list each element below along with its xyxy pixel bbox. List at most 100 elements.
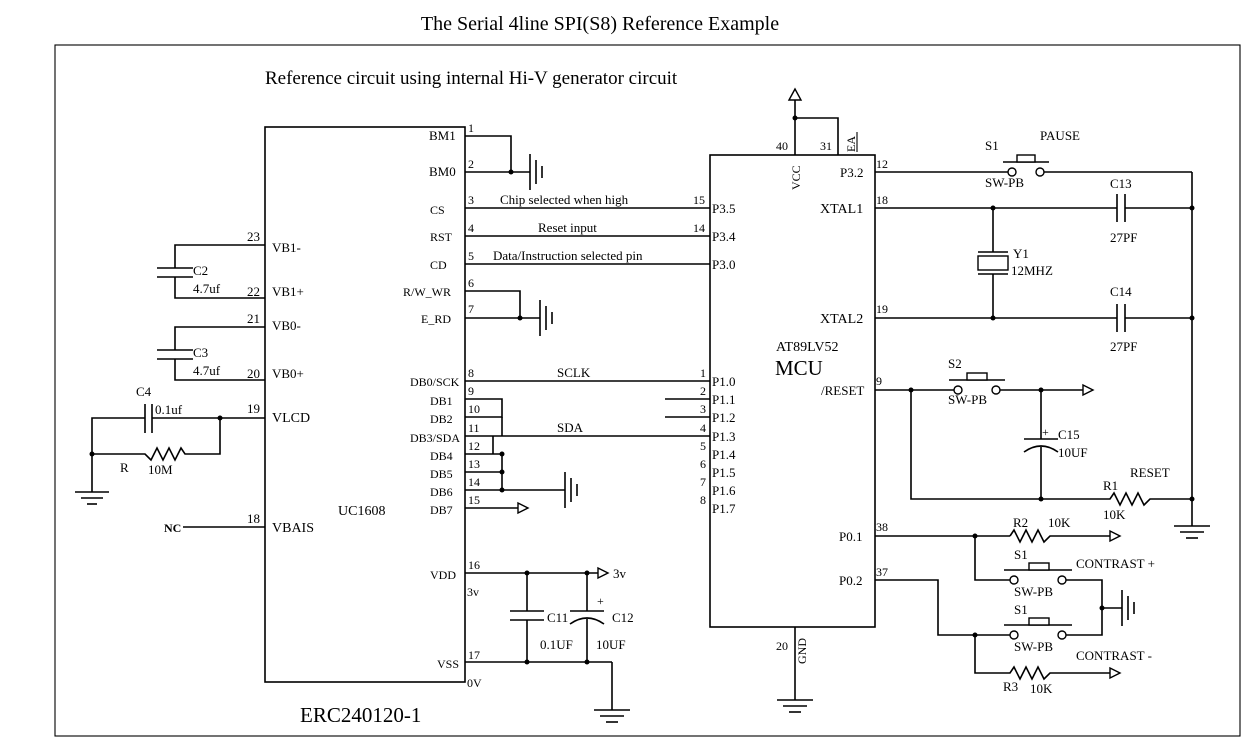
y1-value: 12MHZ: [1011, 263, 1053, 278]
vdd-out-label: 3v: [613, 566, 627, 581]
mcu-pin-num-14: 14: [693, 221, 705, 235]
uc-pin-name-db4: DB4: [430, 449, 453, 463]
ground-icon: [1174, 525, 1210, 539]
uc-pin-name-db2: DB2: [430, 412, 453, 426]
contrast-minus-switch-ref: S1: [1014, 602, 1028, 617]
uc-pin-name-db3-sda: DB3/SDA: [410, 431, 460, 445]
r2-value: 10K: [1048, 515, 1071, 530]
y1-crystal: [977, 208, 1009, 321]
contrast-minus-label: CONTRAST -: [1076, 648, 1152, 663]
uc-pin-num-5: 5: [468, 249, 474, 263]
uc-pin-name-vb1+: VB1+: [272, 284, 304, 299]
mcu-pin-num-37: 37: [876, 565, 888, 579]
mcu-pin-num-2: 2: [700, 384, 706, 398]
diagram-subtitle: Reference circuit using internal Hi-V ge…: [265, 68, 678, 89]
mcu-pin-num-20: 20: [776, 639, 788, 653]
cs-signal-label: Chip selected when high: [500, 192, 629, 207]
uc-pin-name-vdd: VDD: [430, 568, 456, 582]
uc-pin-num-12: 12: [468, 439, 480, 453]
uc-pin-num-21: 21: [247, 311, 260, 326]
mcu-pin-num-15: 15: [693, 193, 705, 207]
module-name: ERC240120-1: [300, 703, 421, 727]
uc-pin-num-18: 18: [247, 511, 260, 526]
uc-pin-name-db1: DB1: [430, 394, 453, 408]
mcu-pin-num-6: 6: [700, 457, 706, 471]
uc-pin-name-e-rd: E_RD: [421, 312, 451, 326]
uc-pin-num-19: 19: [247, 401, 260, 416]
mcu-pin-num-1: 1: [700, 366, 706, 380]
r3-value: 10K: [1030, 681, 1053, 696]
uc-pin-name-rst: RST: [430, 230, 453, 244]
uc1608-block: [264, 126, 466, 683]
mcu-pin-name-xtal1: XTAL1: [820, 202, 863, 217]
uc-pin-num-15: 15: [468, 493, 480, 507]
cd-signal-label: Data/Instruction selected pin: [493, 248, 643, 263]
uc-pin-name-vb0-: VB0-: [272, 318, 301, 333]
c2-ref: C2: [193, 263, 208, 278]
mcu-pin-num-18: 18: [876, 193, 888, 207]
uc-pin-name-vss: VSS: [437, 657, 459, 671]
uc-pin-num-4: 4: [468, 221, 474, 235]
contrast-plus-label: CONTRAST +: [1076, 556, 1155, 571]
mcu-ea-label: EA: [844, 136, 858, 152]
uc-pin-num-7: 7: [468, 302, 474, 316]
r1-ref: R1: [1103, 478, 1118, 493]
uc-pin-name-db7: DB7: [430, 503, 453, 517]
mcu-pin-num-38: 38: [876, 520, 888, 534]
uc-pin-name-bm1: BM1: [429, 128, 456, 143]
db-ground-net: [465, 398, 578, 508]
mcu-pin-name-p0-2: P0.2: [839, 573, 862, 588]
mcu-part: AT89LV52: [776, 340, 839, 355]
uc-pin-num-17: 17: [468, 648, 480, 662]
uc-pin-name-db0-sck: DB0/SCK: [410, 375, 460, 389]
uc-pin-name-vb1-: VB1-: [272, 240, 301, 255]
pause-switch-ref: S1: [985, 138, 999, 153]
vdd-vss-decoupling: [465, 566, 630, 723]
xtal2-net: [875, 304, 1195, 332]
mcu-pin-name-xtal2: XTAL2: [820, 312, 863, 327]
c12-value: 10UF: [596, 637, 626, 652]
r-ref: R: [120, 460, 129, 475]
uc-pin-num-22: 22: [247, 284, 260, 299]
uc-pin-name-cd: CD: [430, 258, 447, 272]
uc-pin-num-10: 10: [468, 402, 480, 416]
nc-label: NC: [164, 521, 181, 535]
contrast-plus-switch-ref: S1: [1014, 547, 1028, 562]
uc-pin-num-8: 8: [468, 366, 474, 380]
mcu-pin-num-31: 31: [820, 139, 832, 153]
mcu-vcc-label: VCC: [789, 165, 803, 190]
r-value: 10M: [148, 462, 173, 477]
mcu-pin-name-reset: /RESET: [821, 383, 864, 398]
ground-icon: [75, 491, 109, 505]
mcu-pin-num-7: 7: [700, 475, 706, 489]
sda-signal-label: SDA: [557, 420, 584, 435]
uc-pin-num-3: 3: [468, 193, 474, 207]
mcu-pin-num-8: 8: [700, 493, 706, 507]
vcc-net: [787, 87, 839, 155]
rw-erd-ground-net: [465, 290, 553, 336]
pause-switch-type: SW-PB: [985, 175, 1024, 190]
pause-switch-label: PAUSE: [1040, 128, 1080, 143]
mcu-pin-num-9: 9: [876, 374, 882, 388]
mcu-pin-name-p0-1: P0.1: [839, 529, 862, 544]
uc-pin-num-20: 20: [247, 366, 260, 381]
c4-capacitor: [91, 404, 265, 492]
db7-arrow-icon: [465, 501, 530, 515]
uc-pin-name-db6: DB6: [430, 485, 453, 499]
mcu-pin-num-40: 40: [776, 139, 788, 153]
y1-ref: Y1: [1013, 246, 1029, 261]
mcu-pin-name-p1-5: P1.5: [712, 465, 735, 480]
c3-capacitor: [157, 326, 265, 381]
r-resistor: [89, 418, 221, 462]
c3-value: 4.7uf: [193, 363, 221, 378]
uc-pin-num-2: 2: [468, 157, 474, 171]
mcu-block: [709, 154, 876, 628]
uc-pin-name-cs: CS: [430, 203, 445, 217]
mcu-pin-name-p3-5: P3.5: [712, 201, 735, 216]
mcu-pin-num-4: 4: [700, 421, 706, 435]
c13-value: 27PF: [1110, 230, 1137, 245]
c2-value: 4.7uf: [193, 281, 221, 296]
mcu-pin-name-p3-4: P3.4: [712, 229, 736, 244]
mcu-pin-name-p1-3: P1.3: [712, 429, 735, 444]
